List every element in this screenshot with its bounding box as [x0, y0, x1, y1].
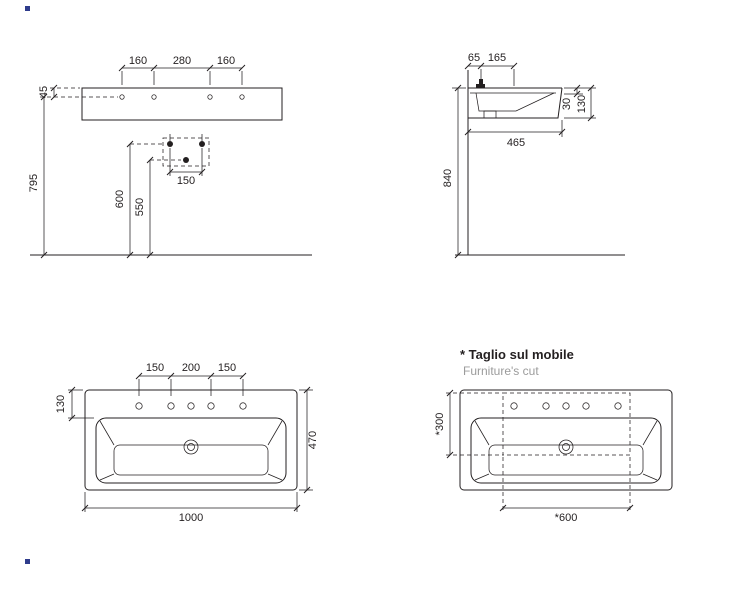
- cut-bowl-bottom: [488, 444, 644, 476]
- plan-bowl-bottom: [113, 444, 269, 476]
- dim-side-wall-to-hole: 65: [468, 52, 480, 64]
- dim-cut-depth: *300: [434, 413, 446, 436]
- dim-side-body-height: 130: [576, 95, 588, 113]
- cut-title: * Taglio sul mobile: [460, 347, 574, 362]
- dim-plan-back-ledge: 130: [55, 395, 67, 413]
- plan-drain: [183, 439, 199, 455]
- water-supply-left: [167, 141, 173, 147]
- drain-point: [183, 157, 189, 163]
- front-150-dimension: 150: [166, 148, 206, 187]
- side-top-dimension: 65 165: [464, 52, 518, 86]
- dim-plan-holes-right: 150: [218, 362, 236, 374]
- dim-side-depth: 465: [507, 137, 525, 149]
- dim-front-drain-height: 550: [134, 198, 146, 216]
- plan-bowl-slopes: [99, 420, 283, 481]
- side-basin-profile: [468, 79, 563, 119]
- plan-view: 150 200 150 130 470 1000: [55, 362, 319, 524]
- dim-front-rim-to-holes: 45: [38, 86, 50, 98]
- dim-plan-holes-left: 150: [146, 362, 164, 374]
- dim-plan-depth: 470: [307, 431, 319, 449]
- plan-470-dimension: 470: [299, 386, 319, 494]
- plan-faucet-holes: [135, 402, 247, 410]
- furniture-cut-view: * Taglio sul mobile Furniture's cut: [434, 347, 673, 524]
- cut-subtitle: Furniture's cut: [463, 364, 539, 378]
- dim-plan-holes-center: 200: [182, 362, 200, 374]
- cut-basin-outline: [459, 389, 673, 491]
- front-basin-outline: [81, 87, 283, 121]
- side-right-dimensions: 30 130: [561, 84, 596, 122]
- dim-front-floor-to-rim: 795: [28, 174, 40, 192]
- page-mark-top: [25, 6, 30, 11]
- cut-bowl-outline: [470, 417, 662, 484]
- cut-faucet-holes: [510, 402, 622, 410]
- side-465-dimension: 465: [464, 120, 566, 149]
- dim-side-rim-thickness: 30: [561, 98, 573, 110]
- plan-1000-dimension: 1000: [81, 492, 301, 524]
- front-45-dimension: 45: [38, 84, 118, 101]
- plan-130-dimension: 130: [55, 386, 94, 422]
- water-supply-right: [199, 141, 205, 147]
- cut-drain: [558, 439, 574, 455]
- cut-600-dimension: *600: [499, 457, 634, 524]
- front-view: 160 280 160 45 795: [28, 55, 312, 259]
- front-faucet-holes: [119, 94, 245, 100]
- front-top-dimension: 160 280 160: [118, 55, 246, 85]
- cut-300-dimension: *300: [434, 389, 503, 459]
- supply-zone-outline: [162, 137, 210, 167]
- side-tap-symbol: [476, 84, 485, 88]
- dim-side-hole-to-front: 165: [488, 52, 506, 64]
- front-550-dimension: 550: [134, 156, 181, 259]
- dim-plan-width: 1000: [179, 512, 203, 524]
- plan-bowl-outline: [95, 417, 287, 484]
- page-mark-bottom: [25, 559, 30, 564]
- plan-top-dimension: 150 200 150: [135, 362, 247, 396]
- dim-side-floor-to-top: 840: [442, 169, 454, 187]
- dim-cut-width: *600: [555, 512, 578, 524]
- side-drain-trap: [483, 110, 497, 119]
- dim-front-supply-height: 600: [114, 190, 126, 208]
- plan-basin-outline: [84, 389, 298, 491]
- dim-front-holes-left: 160: [129, 55, 147, 67]
- side-840-dimension: 840: [442, 84, 466, 259]
- dim-front-supply-spacing: 150: [177, 175, 195, 187]
- side-view: 65 165 30 130 465: [442, 52, 625, 259]
- front-supply-drain-zone: [162, 134, 210, 167]
- dim-front-holes-center: 280: [173, 55, 191, 67]
- front-795-dimension: 795: [28, 93, 48, 259]
- dim-front-holes-right: 160: [217, 55, 235, 67]
- cut-region-outline: [502, 392, 631, 456]
- cut-bowl-slopes: [474, 420, 658, 481]
